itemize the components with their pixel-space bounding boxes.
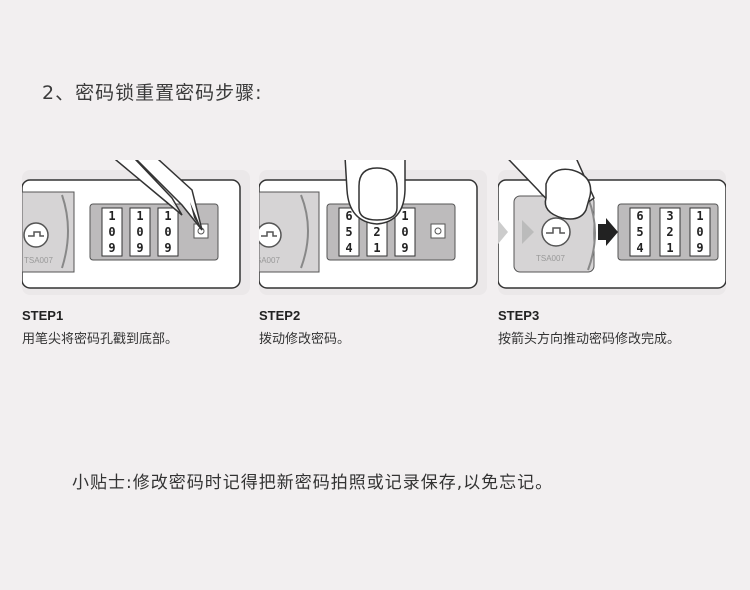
lock-logo-icon — [23, 222, 49, 248]
wheel2-digit-bot: 9 — [136, 241, 143, 255]
push-arrow-icon — [598, 218, 618, 246]
wheel1-digit-bot: 4 — [345, 241, 352, 255]
wheel3-digit-mid: 0 — [401, 225, 408, 239]
page-title: 2、密码锁重置密码步骤: — [42, 82, 263, 104]
step3-label: STEP3 — [498, 308, 540, 323]
wheel1-digit-mid: 0 — [108, 225, 115, 239]
wheel1-digit-bot: 4 — [636, 241, 643, 255]
step1-illustration: TSA007 1 0 9 1 0 9 1 0 9 — [22, 160, 250, 300]
step3-desc: 按箭头方向推动密码修改完成。 — [498, 332, 681, 347]
wheel3-digit-mid: 0 — [696, 225, 703, 239]
lock-logo-icon — [259, 222, 282, 248]
wheel1-digit-top: 1 — [108, 209, 115, 223]
lock-model-text: TSA007 — [259, 256, 280, 265]
step2-label: STEP2 — [259, 308, 301, 323]
finger-icon — [344, 160, 406, 225]
wheel2-digit-mid: 2 — [666, 225, 673, 239]
wheel2-digit-mid: 0 — [136, 225, 143, 239]
push-arrow-light-icon — [498, 220, 508, 244]
wheel1-digit-top: 6 — [636, 209, 643, 223]
wheel3-digit-mid: 0 — [164, 225, 171, 239]
wheel3-digit-bot: 9 — [696, 241, 703, 255]
pen-icon — [114, 160, 203, 231]
wheel3-digit-bot: 9 — [164, 241, 171, 255]
lock-logo-icon — [541, 217, 571, 247]
wheel2-digit-top: 1 — [136, 209, 143, 223]
wheel1-digit-mid: 5 — [636, 225, 643, 239]
wheel3-digit-bot: 9 — [401, 241, 408, 255]
step3-illustration: TSA007 6 5 4 3 2 1 1 0 9 — [498, 160, 726, 300]
step2-illustration: TSA007 6 5 4 1 2 1 1 0 9 — [259, 160, 487, 300]
wheel2-digit-bot: 1 — [666, 241, 673, 255]
tip-text: 小贴士:修改密码时记得把新密码拍照或记录保存,以免忘记。 — [72, 473, 554, 493]
step1-desc: 用笔尖将密码孔戳到底部。 — [22, 332, 179, 347]
step1-label: STEP1 — [22, 308, 64, 323]
wheel3-digit-top: 1 — [401, 209, 408, 223]
wheel1-digit-mid: 5 — [345, 225, 352, 239]
wheel3-digit-top: 1 — [164, 209, 171, 223]
wheel1-digit-top: 6 — [345, 209, 352, 223]
step2-desc: 拨动修改密码。 — [259, 332, 351, 347]
wheel1-digit-bot: 9 — [108, 241, 115, 255]
lock-model-text: TSA007 — [536, 254, 565, 263]
lock-model-text: TSA007 — [24, 256, 53, 265]
wheel2-digit-top: 3 — [666, 209, 673, 223]
wheel2-digit-mid: 2 — [373, 225, 380, 239]
wheel2-digit-bot: 1 — [373, 241, 380, 255]
finger-arrow-icon — [508, 160, 595, 220]
reset-hole — [430, 223, 446, 239]
wheel3-digit-top: 1 — [696, 209, 703, 223]
